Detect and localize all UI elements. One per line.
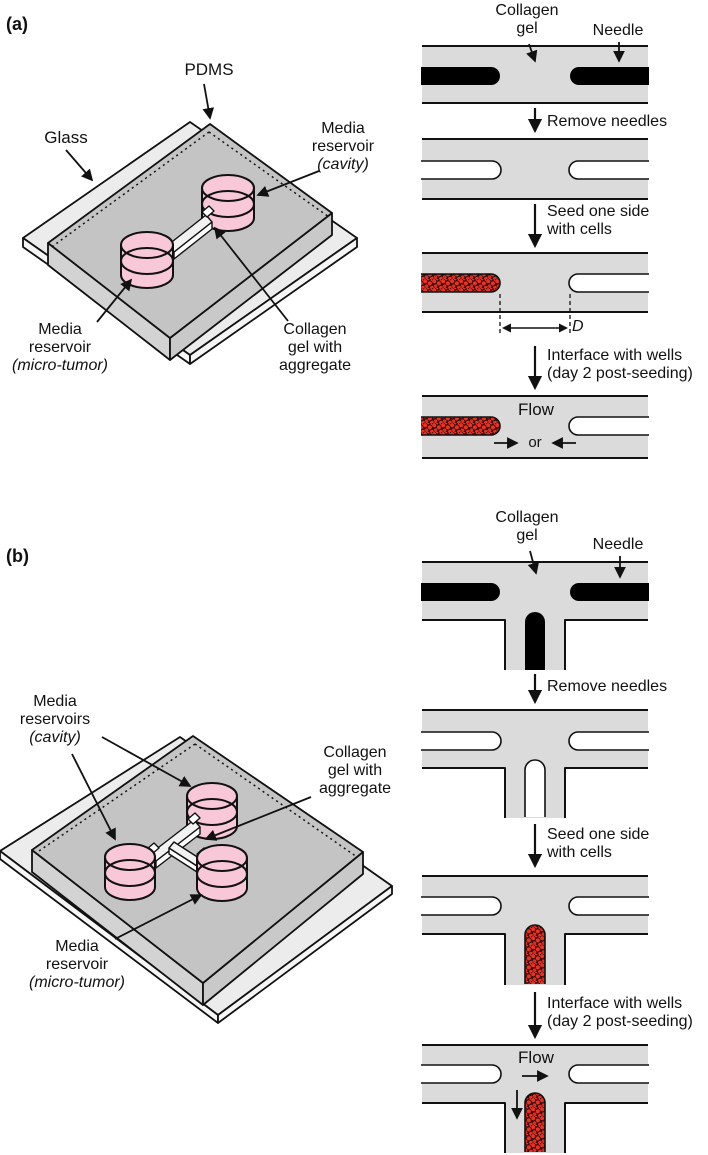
- channel-vertical-cells: [524, 1092, 546, 1152]
- b-step3-bar: [421, 875, 649, 985]
- t-channel: [146, 812, 210, 873]
- step-seed-cells-b: Seed one side with cells: [547, 826, 650, 861]
- distance-d-label: D: [572, 318, 584, 335]
- needle-label-a: Needle: [592, 22, 644, 39]
- channel-left-cells: [421, 416, 501, 436]
- b-step4-bar: [421, 1044, 649, 1153]
- panel-b-device-drawing: [0, 735, 393, 1024]
- channel-left-empty: [421, 731, 502, 751]
- pdms-label: PDMS: [184, 60, 234, 79]
- collagen-aggregate-label: Collagen gel with aggregate: [278, 321, 352, 374]
- step-remove-needles-a: Remove needles: [547, 113, 668, 130]
- reservoir-cavity-cylinder: [201, 174, 255, 232]
- channel-right-empty: [568, 416, 649, 436]
- arrow-cavity: [256, 170, 320, 197]
- channel-left-empty: [421, 1064, 502, 1084]
- arrow-collagen-gel-b: [527, 550, 540, 575]
- needle-right: [570, 67, 649, 85]
- label-arrows-b: [71, 736, 312, 940]
- panel-b-steps-drawing: [421, 550, 649, 1153]
- arrow-tumor: [96, 278, 133, 323]
- needle-left: [421, 67, 500, 85]
- a-step3-bar: [421, 252, 649, 313]
- reservoir-tumor-cylinder: [120, 231, 174, 289]
- flow-label-b: Flow: [518, 1048, 554, 1067]
- step-remove-needles-b: Remove needles: [547, 678, 668, 695]
- glass-label: Glass: [44, 128, 88, 147]
- flow-label-a: Flow: [518, 400, 554, 419]
- reservoirs-cavity-label-b: Media reservoirs (cavity): [19, 693, 91, 746]
- step-interface-wells-b: Interface with wells (day 2 post-seeding…: [547, 995, 693, 1030]
- channel-left-empty: [421, 896, 502, 916]
- collagen-gel-label-a: Collagen gel: [495, 2, 559, 37]
- needle-left: [421, 583, 500, 601]
- collagen-gel-label-b: Collagen gel: [495, 509, 559, 544]
- collagen-aggregate-label-b: Collagen gel with aggregate: [318, 744, 392, 797]
- needle-label-b: Needle: [592, 536, 644, 553]
- channel-left-cells: [421, 273, 501, 293]
- needle-right: [570, 583, 649, 601]
- panel-a-device-drawing: [22, 83, 358, 365]
- reservoir-tumor-label-b: Media reservoir (micro-tumor): [29, 938, 125, 991]
- dotted-outline: [52, 131, 330, 247]
- step-interface-wells-a: Interface with wells (day 2 post-seeding…: [547, 347, 693, 382]
- a-step4-bar: [421, 395, 649, 459]
- arrow-collagen: [204, 796, 312, 841]
- distance-annotation: [499, 294, 571, 334]
- panel-b-tag: (b): [6, 546, 29, 566]
- reservoir-tumor-label: Media reservoir (micro-tumor): [12, 321, 108, 374]
- b-step1-bar: [421, 561, 649, 670]
- b-step2-bar: [421, 709, 649, 818]
- reservoir-cavity-label: Media reservoir (cavity): [311, 120, 375, 173]
- or-label: or: [528, 434, 542, 451]
- panel-a-tag: (a): [6, 14, 28, 34]
- reservoir-tumor-cylinder: [196, 844, 248, 902]
- channel-right-empty: [568, 731, 649, 751]
- arrow-cavity-left: [71, 753, 116, 841]
- arrow-collagen-gel-a: [526, 43, 538, 63]
- channel-vertical-empty: [524, 759, 546, 817]
- arrow-cavity-top: [101, 736, 192, 787]
- channel-vertical-cells: [524, 924, 546, 984]
- arrow-glass: [65, 149, 94, 182]
- glass-edge-right: [189, 237, 358, 365]
- channel-right-empty: [568, 1064, 649, 1084]
- channel-right-empty: [568, 160, 649, 180]
- arrow-collagen: [213, 226, 289, 322]
- channel-right-empty: [568, 273, 649, 293]
- channel-left-empty: [421, 160, 502, 180]
- channel-notch-top: [187, 812, 201, 825]
- dotted-outline: [38, 743, 358, 858]
- a-step1-bar: [421, 45, 649, 104]
- reservoir-cavity-left-cylinder: [104, 843, 156, 901]
- arrow-tumor: [114, 894, 203, 940]
- panel-a-steps-drawing: [421, 42, 649, 459]
- channel-right-empty: [568, 896, 649, 916]
- a-step2-bar: [421, 138, 649, 200]
- arrow-pdms: [202, 83, 215, 120]
- channel-notch-cavity: [201, 205, 215, 218]
- label-arrows-a: [65, 83, 320, 323]
- step-seed-cells-a: Seed one side with cells: [547, 203, 650, 238]
- glass-edge-right: [217, 885, 393, 1024]
- needle-vertical: [525, 612, 545, 670]
